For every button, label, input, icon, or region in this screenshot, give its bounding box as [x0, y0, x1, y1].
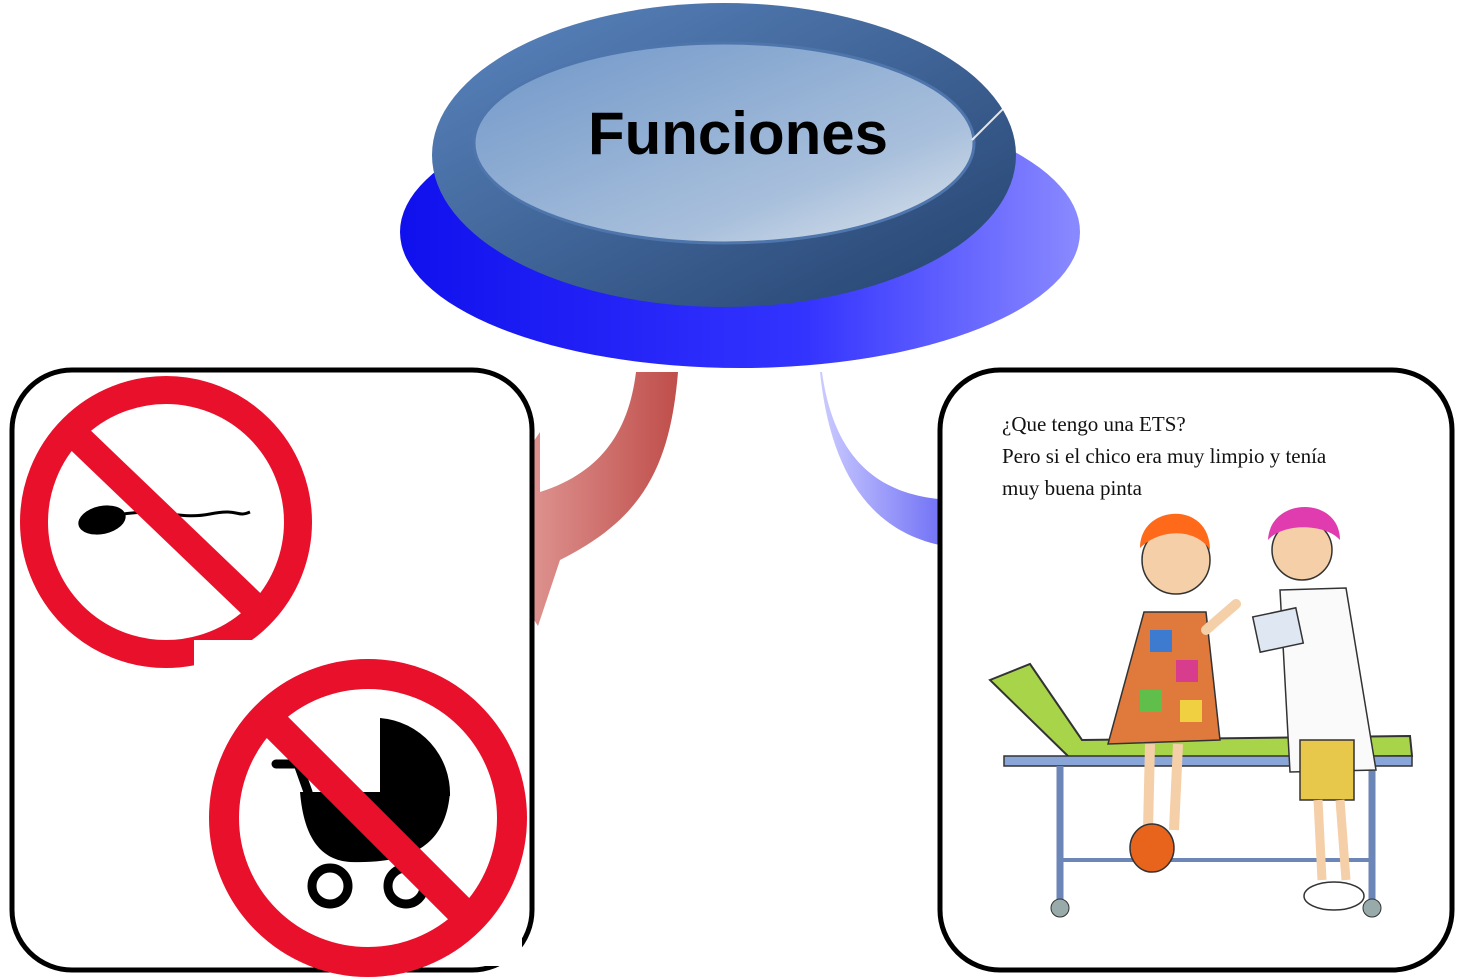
caption-line: ¿Que tengo una ETS?	[1002, 412, 1186, 436]
caption-line: Pero si el chico era muy limpio y tenía	[1002, 444, 1327, 468]
no-baby-stroller-sign-icon	[194, 640, 527, 977]
title-disc	[400, 3, 1080, 368]
cartoon-caption: ¿Que tengo una ETS? Pero si el chico era…	[1002, 408, 1422, 504]
caption-line: muy buena pinta	[1002, 476, 1142, 500]
doctor-patient-cartoon-icon	[988, 507, 1414, 918]
no-sperm-sign-icon	[20, 376, 312, 668]
diagram-title: Funciones	[587, 100, 889, 167]
